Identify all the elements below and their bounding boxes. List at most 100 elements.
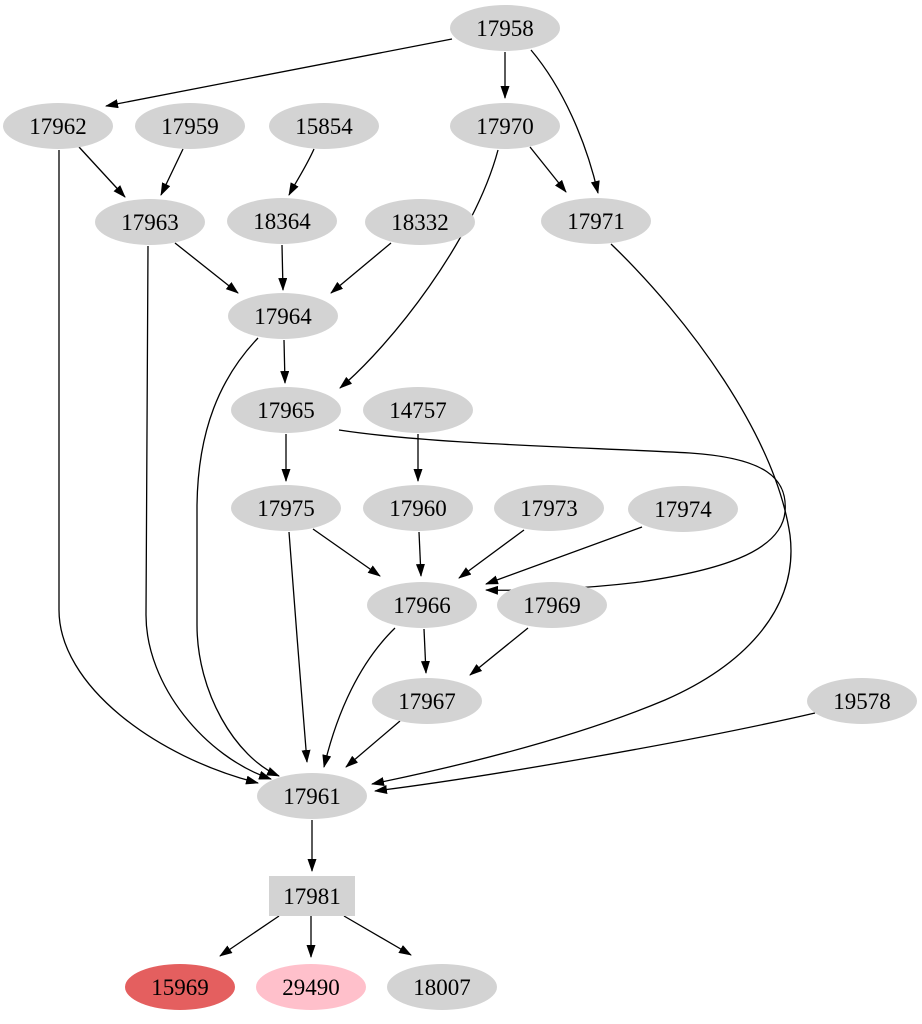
- edge-17969-to-17967: [469, 627, 529, 676]
- edge-17965-to-17966: [338, 429, 786, 595]
- node-17963-label: 17963: [121, 210, 179, 235]
- node-18332: 18332: [365, 199, 475, 245]
- edge-17967-to-17961: [345, 720, 401, 768]
- node-17970-label: 17970: [476, 114, 534, 139]
- edge-17960-to-17966: [415, 531, 425, 577]
- node-17961-shape: [257, 773, 367, 819]
- node-15854-label: 15854: [295, 114, 353, 139]
- node-15854-shape: [269, 103, 379, 149]
- edge-17958-to-17962: [105, 38, 453, 109]
- edge-15854-to-18364: [288, 148, 315, 196]
- node-19578: 19578: [807, 678, 917, 724]
- node-17962-label: 17962: [29, 114, 87, 139]
- edge-17981-to-15969: [219, 915, 280, 957]
- node-17962: 17962: [3, 103, 113, 149]
- node-17959-label: 17959: [161, 114, 219, 139]
- node-18364: 18364: [227, 198, 337, 244]
- node-17973-label: 17973: [520, 496, 578, 521]
- node-17969-shape: [497, 582, 607, 628]
- edge-18332-to-17964: [330, 242, 392, 294]
- nodes-layer: 17958 17962 17959 15854 17970 17963 18364 18332…: [3, 5, 917, 1010]
- node-17981: 17981: [269, 876, 355, 916]
- edge-17958-to-17971: [530, 49, 600, 194]
- edge-17970-to-17965: [339, 149, 499, 389]
- node-15969-shape: [125, 964, 235, 1010]
- edge-17966-to-17961: [322, 627, 396, 768]
- edge-17962-to-17961: [58, 150, 259, 785]
- edge-17962-to-17963: [78, 146, 126, 198]
- node-14757-shape: [363, 387, 473, 433]
- edge-17959-to-17963: [160, 148, 184, 196]
- node-18007-shape: [387, 964, 497, 1010]
- node-17974-shape: [628, 486, 738, 532]
- node-17969-label: 17969: [523, 593, 581, 618]
- node-29490: 29490: [256, 964, 366, 1010]
- node-17958-shape: [450, 5, 560, 51]
- node-17974: 17974: [628, 486, 738, 532]
- node-17964: 17964: [228, 293, 338, 339]
- node-15969: 15969: [125, 964, 235, 1010]
- node-18332-label: 18332: [391, 210, 449, 235]
- node-17981-label: 17981: [283, 884, 341, 909]
- node-17967-label: 17967: [398, 689, 456, 714]
- node-17973: 17973: [494, 485, 604, 531]
- node-14757: 14757: [363, 387, 473, 433]
- node-17967-shape: [372, 678, 482, 724]
- node-17974-label: 17974: [654, 497, 712, 522]
- node-29490-shape: [256, 964, 366, 1010]
- edge-17963-to-17961: [145, 245, 272, 780]
- node-17967: 17967: [372, 678, 482, 724]
- node-18332-shape: [365, 199, 475, 245]
- node-17958: 17958: [450, 5, 560, 51]
- node-17964-shape: [228, 293, 338, 339]
- edge-17974-to-17966: [485, 526, 643, 585]
- edge-19578-to-17961: [374, 712, 816, 794]
- edge-17970-to-17971: [529, 146, 567, 193]
- node-17971: 17971: [541, 198, 651, 244]
- node-17959-shape: [135, 103, 245, 149]
- edge-17963-to-17964: [174, 242, 239, 294]
- node-18007: 18007: [387, 964, 497, 1010]
- node-17960-shape: [363, 485, 473, 531]
- node-17963-shape: [95, 199, 205, 245]
- node-19578-shape: [807, 678, 917, 724]
- edges-layer: [58, 38, 816, 958]
- node-17960: 17960: [363, 485, 473, 531]
- node-14757-label: 14757: [389, 398, 447, 423]
- node-17965: 17965: [231, 387, 341, 433]
- node-17966: 17966: [367, 582, 477, 628]
- node-17962-shape: [3, 103, 113, 149]
- node-29490-label: 29490: [282, 975, 340, 1000]
- node-17970-shape: [450, 103, 560, 149]
- node-17964-label: 17964: [254, 304, 312, 329]
- edge-17975-to-17961: [288, 531, 311, 763]
- node-17966-label: 17966: [393, 593, 451, 618]
- node-17958-label: 17958: [476, 16, 534, 41]
- node-19578-label: 19578: [833, 689, 891, 714]
- node-15854: 15854: [269, 103, 379, 149]
- edge-17966-to-17967: [420, 628, 430, 674]
- edge-17971-to-17961: [371, 243, 792, 786]
- node-17973-shape: [494, 485, 604, 531]
- node-17970: 17970: [450, 103, 560, 149]
- edge-17964-to-17965: [280, 339, 290, 384]
- edge-17975-to-17966: [312, 528, 381, 577]
- node-17975-shape: [231, 485, 341, 531]
- node-15969-label: 15969: [151, 975, 209, 1000]
- node-17961: 17961: [257, 773, 367, 819]
- node-18007-label: 18007: [413, 975, 471, 1000]
- node-17965-shape: [231, 387, 341, 433]
- node-18364-label: 18364: [253, 209, 311, 234]
- node-17971-label: 17971: [567, 209, 625, 234]
- node-17975-label: 17975: [257, 496, 315, 521]
- node-17966-shape: [367, 582, 477, 628]
- node-17969: 17969: [497, 582, 607, 628]
- node-17971-shape: [541, 198, 651, 244]
- node-17981-shape: [269, 876, 355, 916]
- edge-17973-to-17966: [458, 529, 525, 579]
- edge-17981-to-18007: [343, 915, 412, 956]
- node-17961-label: 17961: [283, 784, 341, 809]
- node-17965-label: 17965: [257, 398, 315, 423]
